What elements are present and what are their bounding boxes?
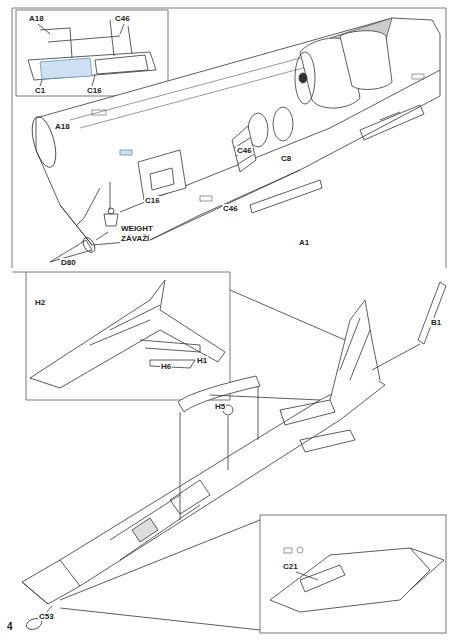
part-number: C21 (282, 562, 299, 571)
part-number: A1 (298, 238, 310, 247)
part-number: H5 (214, 402, 226, 411)
part-number: ZÁVAŽÍ (120, 234, 150, 243)
part-number: C16 (144, 196, 161, 205)
part-number: C46 (114, 14, 131, 23)
part-number: C1 (34, 86, 46, 95)
part-number: D80 (60, 258, 77, 267)
part-number: A18 (28, 14, 45, 23)
part-number: H1 (196, 356, 208, 365)
part-number: A18 (54, 122, 71, 131)
part-number: C53 (38, 612, 55, 621)
part-number: C16 (86, 86, 103, 95)
part-number: H2 (34, 298, 46, 307)
part-number: B1 (430, 318, 442, 327)
part-number: WEIGHT (120, 224, 154, 233)
part-number: C8 (280, 154, 292, 163)
part-number: C46 (236, 146, 253, 155)
part-number: C46 (222, 204, 239, 213)
page-number: 4 (6, 622, 14, 631)
part-number: H6 (160, 362, 172, 371)
